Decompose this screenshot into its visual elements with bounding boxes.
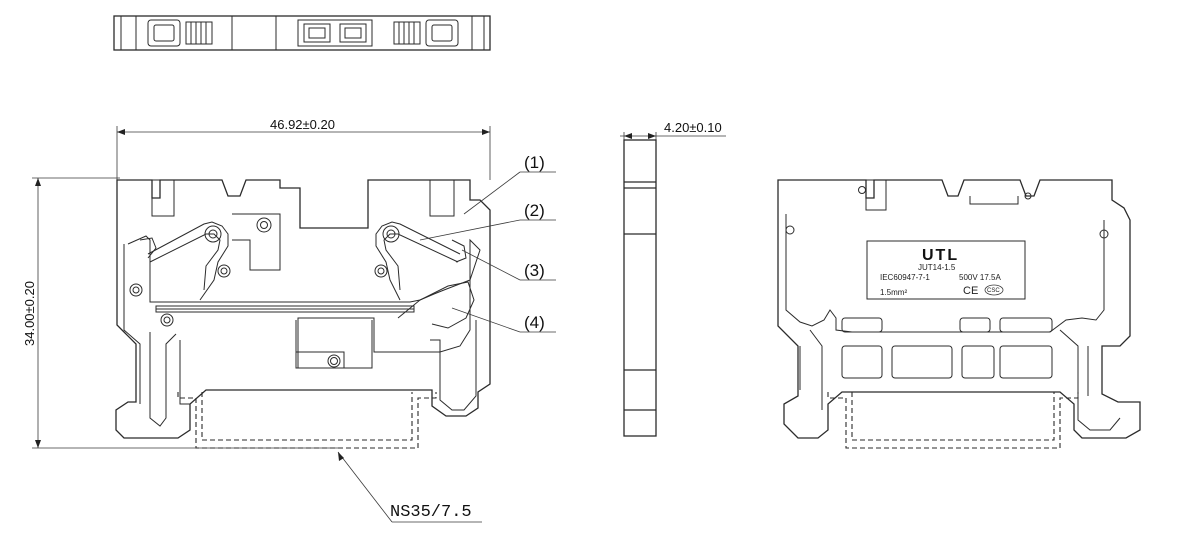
callout-3: (3) <box>524 261 545 280</box>
side-view: 4.20±0.10 <box>620 120 726 437</box>
callout-4: (4) <box>524 313 545 332</box>
rear-view: UTL JUT14-1.5 IEC60947-7-1 500V 17.5A 1.… <box>777 179 1141 449</box>
top-view <box>113 15 491 51</box>
front-view: 46.92±0.20 34.00±0.20 <box>22 117 556 523</box>
ce-mark: CE <box>963 285 978 297</box>
csc-mark-icon <box>984 284 1004 296</box>
callout-1: (1) <box>524 153 545 172</box>
rating-text: 500V 17.5A <box>959 273 1001 282</box>
thickness-dimension: 4.20±0.10 <box>664 120 722 135</box>
model-number: JUT14-1.5 <box>918 263 956 272</box>
callout-2: (2) <box>524 201 545 220</box>
width-dimension: 46.92±0.20 <box>270 117 335 132</box>
brand-name: UTL <box>922 247 959 264</box>
rail-label: NS35/7.5 <box>390 503 472 522</box>
height-dimension: 34.00±0.20 <box>22 281 37 346</box>
product-label: UTL JUT14-1.5 IEC60947-7-1 500V 17.5A 1.… <box>866 240 1026 300</box>
standard-text: IEC60947-7-1 <box>880 273 930 282</box>
section-text: 1.5mm² <box>880 288 907 297</box>
csc-mark: CSC <box>987 288 1000 294</box>
